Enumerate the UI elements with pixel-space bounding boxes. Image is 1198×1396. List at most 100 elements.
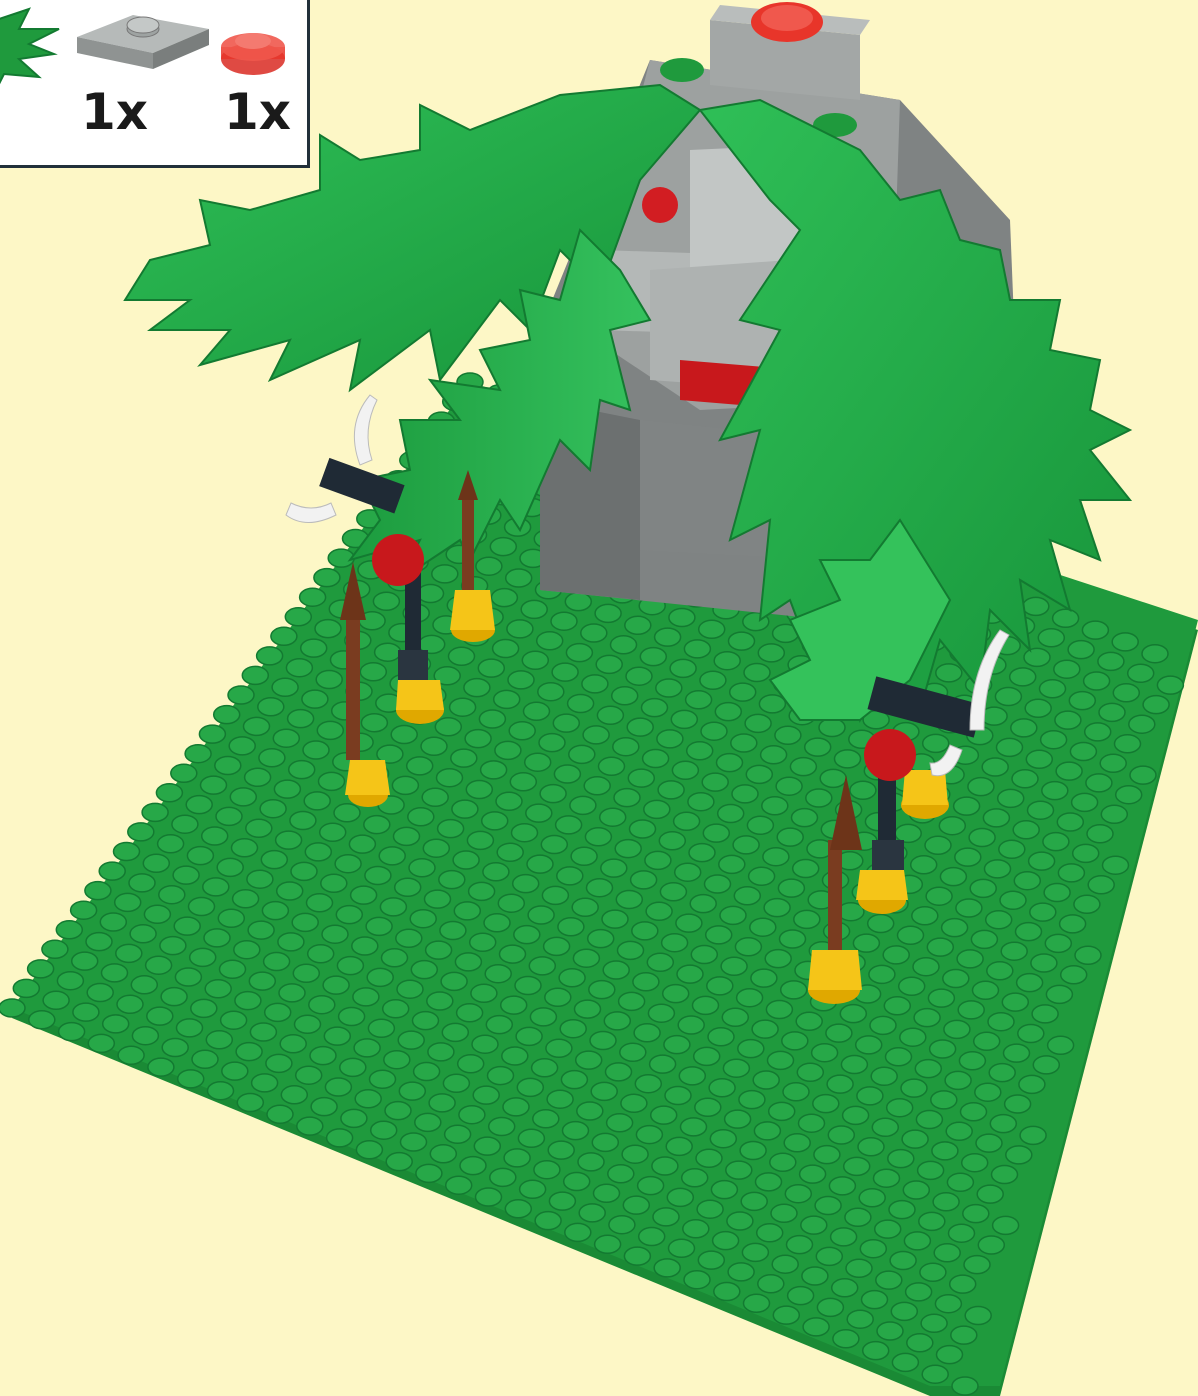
baseplate-stud [730, 683, 756, 701]
baseplate-stud [942, 919, 968, 937]
baseplate-stud [533, 1110, 559, 1128]
plate-quantity: 1x [81, 87, 148, 137]
baseplate-stud [446, 1176, 472, 1194]
baseplate-stud [128, 823, 154, 841]
baseplate-stud [459, 1106, 485, 1124]
baseplate-stud [102, 964, 128, 982]
baseplate-stud [524, 702, 550, 720]
baseplate-stud [648, 1004, 674, 1022]
baseplate-stud [642, 699, 668, 717]
baseplate-stud [819, 719, 845, 737]
baseplate-stud [443, 1074, 469, 1092]
baseplate-stud [679, 1067, 705, 1085]
baseplate-stud [279, 984, 305, 1002]
baseplate-stud [659, 832, 685, 850]
baseplate-stud [918, 1161, 944, 1179]
baseplate-stud [606, 1063, 632, 1081]
baseplate-stud [473, 1086, 499, 1104]
baseplate-stud [314, 569, 340, 587]
baseplate-stud [201, 776, 227, 794]
baseplate-stud [968, 778, 994, 796]
baseplate-stud [335, 855, 361, 873]
baseplate-stud [214, 706, 240, 724]
baseplate-stud [308, 945, 334, 963]
baseplate-stud [1005, 1095, 1031, 1113]
baseplate-stud [946, 1122, 972, 1140]
baseplate-stud [602, 910, 628, 928]
baseplate-stud [355, 1090, 381, 1108]
trans-red-round-plate-part-icon [217, 21, 289, 81]
baseplate-stud [874, 1169, 900, 1187]
baseplate-stud [667, 1188, 693, 1206]
baseplate-stud [490, 1168, 516, 1186]
baseplate-stud [292, 913, 318, 931]
baseplate-stud [296, 1066, 322, 1084]
baseplate-stud [386, 1153, 412, 1171]
baseplate-stud [1113, 684, 1139, 702]
baseplate-stud [360, 663, 386, 681]
baseplate-stud [860, 1240, 886, 1258]
baseplate-stud [366, 917, 392, 935]
baseplate-stud [236, 1043, 262, 1061]
baseplate-stud [801, 1216, 827, 1234]
baseplate-stud [520, 1180, 546, 1198]
baseplate-stud [904, 1232, 930, 1250]
baseplate-stud [709, 1079, 735, 1097]
baseplate-stud [476, 557, 502, 575]
baseplate-stud [782, 1032, 808, 1050]
baseplate-stud [783, 1083, 809, 1101]
baseplate-stud [438, 820, 464, 838]
baseplate-stud [936, 664, 962, 682]
baseplate-stud [901, 1079, 927, 1097]
baseplate-stud [876, 1271, 902, 1289]
baseplate-stud [626, 667, 652, 685]
baseplate-stud [805, 738, 831, 756]
baseplate-stud [595, 1235, 621, 1253]
baseplate-stud [853, 934, 879, 952]
baseplate-stud [56, 921, 82, 939]
baseplate-stud [307, 894, 333, 912]
baseplate-stud [162, 1039, 188, 1057]
baseplate-stud [57, 972, 83, 990]
baseplate-stud [1115, 735, 1141, 753]
baseplate-stud [289, 761, 315, 779]
baseplate-stud [1032, 1005, 1058, 1023]
baseplate-stud [761, 746, 787, 764]
baseplate-stud [583, 726, 609, 744]
baseplate-stud [596, 655, 622, 673]
baseplate-stud [423, 839, 449, 857]
baseplate-stud [796, 1012, 822, 1030]
baseplate-stud [931, 1091, 957, 1109]
baseplate-stud [546, 1039, 572, 1057]
baseplate-stud [758, 1275, 784, 1293]
baseplate-stud [582, 675, 608, 693]
baseplate-stud [890, 1252, 916, 1270]
baseplate-stud [385, 1102, 411, 1120]
baseplate-stud [310, 1047, 336, 1065]
baseplate-stud [250, 1023, 276, 1041]
baseplate-stud [361, 714, 387, 732]
baseplate-stud [1116, 786, 1142, 804]
baseplate-stud [568, 695, 594, 713]
baseplate-stud [870, 1016, 896, 1034]
baseplate-stud [427, 992, 453, 1010]
baseplate-stud [592, 1133, 618, 1151]
baseplate-stud [956, 899, 982, 917]
baseplate-stud [683, 1220, 709, 1238]
baseplate-stud [488, 1067, 514, 1085]
baseplate-stud [611, 636, 637, 654]
baseplate-stud [570, 796, 596, 814]
baseplate-stud [177, 1019, 203, 1037]
baseplate-stud [969, 829, 995, 847]
baseplate-stud [927, 938, 953, 956]
baseplate-stud [143, 854, 169, 872]
baseplate-stud [411, 961, 437, 979]
baseplate-stud [992, 1166, 1018, 1184]
baseplate-stud [426, 941, 452, 959]
baseplate-stud [395, 878, 421, 896]
baseplate-stud [72, 952, 98, 970]
baseplate-stud [646, 902, 672, 920]
baseplate-stud [516, 1027, 542, 1045]
baseplate-stud [490, 538, 516, 556]
baseplate-stud [13, 979, 39, 997]
